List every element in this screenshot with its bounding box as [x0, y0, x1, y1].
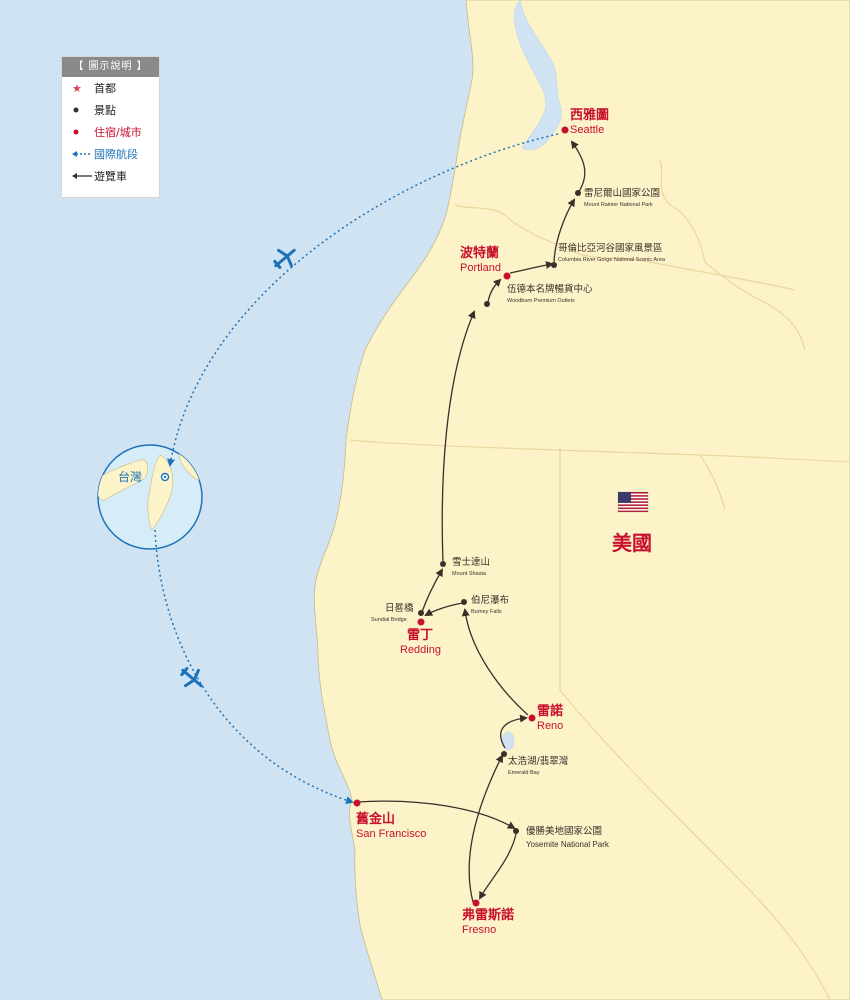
- reno-zh-label: 雷諾: [537, 703, 563, 719]
- seattle-en-label: Seattle: [570, 124, 604, 136]
- city-markers: [353, 126, 569, 907]
- flight-seattle-to-taiwan: [167, 133, 559, 467]
- yosemite-en-label: Yosemite National Park: [526, 840, 610, 849]
- legend-item-attraction: 景點: [62, 99, 159, 121]
- legend-label: 住宿/城市: [94, 126, 142, 139]
- legend-label: 景點: [94, 104, 116, 117]
- arrow-icon: [72, 170, 94, 182]
- sundial-en-label: Sundial Bridge: [371, 617, 407, 623]
- san-francisco-en-label: San Francisco: [356, 828, 426, 840]
- burney-zh-label: 伯尼瀑布: [471, 594, 509, 606]
- seattle-zh-label: 西雅圖: [570, 107, 609, 123]
- airplane-icon: [180, 667, 203, 688]
- legend-label: 首都: [94, 82, 116, 95]
- fresno-en-label: Fresno: [462, 924, 496, 936]
- legend-item-bus: 遊覽車: [62, 165, 159, 187]
- legend-title: 【 圖示說明 】: [62, 57, 159, 77]
- legend-item-flight: 國際航段: [62, 143, 159, 165]
- mount-rainier-marker: [575, 190, 581, 196]
- puget-sound: [513, 0, 562, 151]
- state-borders: [349, 159, 850, 1000]
- mount-rainier-zh-label: 雷尼爾山國家公園: [584, 187, 660, 199]
- emerald-bay-en-label: Emerald Bay: [508, 770, 540, 776]
- country-label: 美國: [612, 531, 652, 555]
- attraction-markers: [418, 190, 581, 834]
- burney-en-label: Burney Falls: [471, 609, 502, 615]
- columbia-marker: [551, 262, 557, 268]
- san-francisco-marker: [353, 799, 361, 807]
- bus-routes: [357, 140, 586, 903]
- flight-taiwan-to-san-francisco: [154, 529, 354, 804]
- portland-marker: [503, 272, 511, 280]
- san-francisco-zh-label: 舊金山: [356, 811, 395, 827]
- redding-marker: [417, 618, 425, 626]
- burney-marker: [461, 599, 467, 605]
- us-west-coast-land: [313, 0, 850, 1000]
- emerald-bay-zh-label: 太浩湖/翡翠灣: [508, 755, 569, 767]
- woodburn-marker: [484, 301, 490, 307]
- sundial-zh-label: 日晷橋: [385, 602, 414, 614]
- taiwan-globe-inset: 台灣: [97, 444, 203, 550]
- mount-shasta-en-label: Mount Shasta: [452, 571, 487, 577]
- dot-icon: [72, 126, 94, 138]
- redding-en-label: Redding: [400, 644, 441, 656]
- redding-zh-label: 雷丁: [407, 627, 433, 643]
- legend: 【 圖示說明 】 ★ 首都 景點 住宿/城市 國際航段 遊覽車: [61, 56, 160, 198]
- lake-tahoe: [501, 731, 515, 751]
- attraction-labels: 雷尼爾山國家公園 Mount Rainier National Park 哥倫比…: [371, 187, 666, 849]
- fresno-zh-label: 弗雷斯諾: [462, 907, 514, 923]
- woodburn-zh-label: 伍德本名牌暢貨中心: [507, 283, 593, 295]
- fresno-marker: [472, 899, 480, 907]
- emerald-bay-marker: [501, 751, 507, 757]
- portland-en-label: Portland: [460, 262, 501, 274]
- legend-label: 遊覽車: [94, 170, 127, 183]
- portland-zh-label: 波特蘭: [460, 245, 499, 261]
- star-icon: ★: [72, 81, 82, 95]
- seattle-marker: [561, 126, 569, 134]
- mount-rainier-en-label: Mount Rainier National Park: [584, 202, 653, 208]
- legend-label: 國際航段: [94, 148, 138, 161]
- yosemite-zh-label: 優勝美地國家公園: [526, 825, 602, 837]
- legend-item-city: 住宿/城市: [62, 121, 159, 143]
- mount-shasta-zh-label: 雪士達山: [452, 556, 490, 568]
- sundial-marker: [418, 610, 424, 616]
- columbia-en-label: Columbia River Gorge National Scenic Are…: [558, 257, 666, 263]
- reno-en-label: Reno: [537, 720, 563, 732]
- columbia-zh-label: 哥倫比亞河谷國家風景區: [558, 242, 663, 254]
- airplane-icon: [273, 248, 296, 269]
- flight-routes: [154, 133, 559, 804]
- reno-marker: [528, 714, 536, 722]
- yosemite-marker: [513, 828, 519, 834]
- taiwan-label: 台灣: [118, 469, 142, 484]
- woodburn-en-label: Woodburn Premium Outlets: [507, 298, 575, 304]
- us-flag-icon: [617, 491, 649, 513]
- city-labels: 西雅圖 Seattle 波特蘭 Portland 雷丁 Redding 雷諾 R…: [356, 107, 609, 936]
- mount-shasta-marker: [440, 561, 446, 567]
- legend-item-capital: ★ 首都: [62, 77, 159, 99]
- dot-icon: [72, 104, 94, 116]
- dotted-arrow-icon: [72, 148, 94, 160]
